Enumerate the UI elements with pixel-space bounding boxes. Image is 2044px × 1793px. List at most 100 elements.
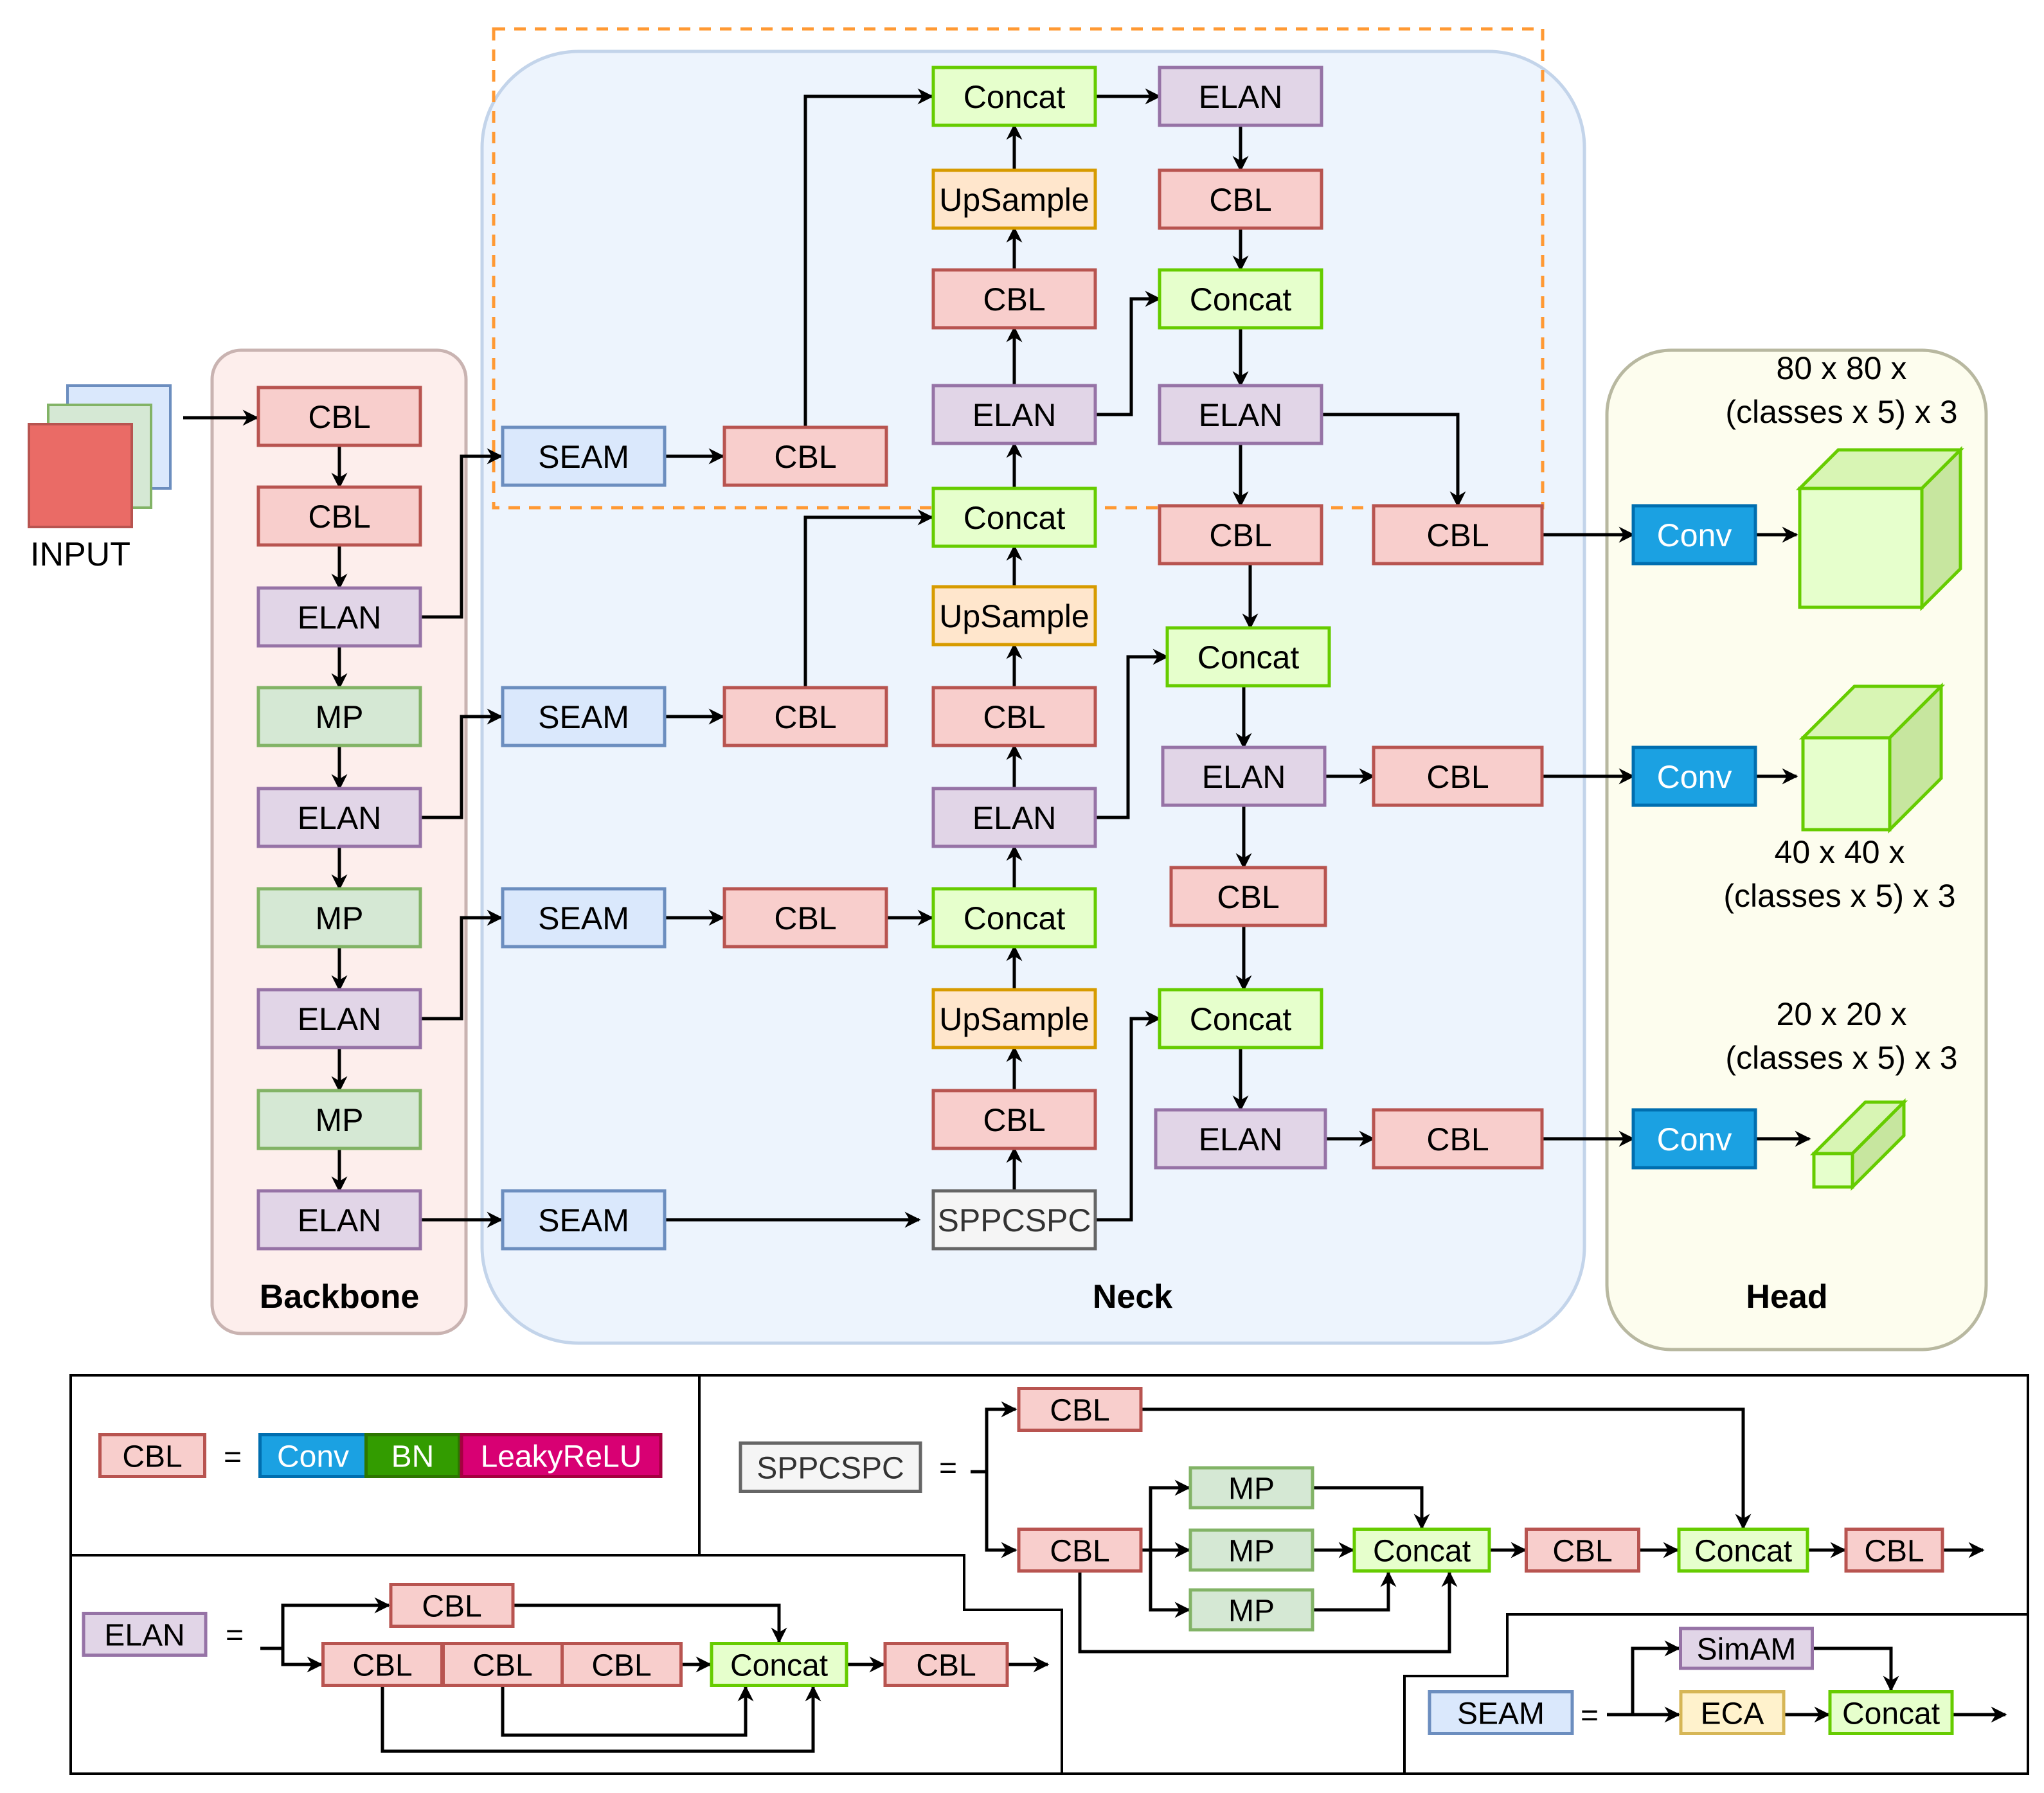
neck-mid-up-2-box bbox=[931, 168, 1097, 230]
legend-seam-simam-label: SimAM bbox=[1697, 1632, 1797, 1666]
neck-right-elan-4-label: ELAN bbox=[1199, 1121, 1283, 1157]
backbone-cbl-2-box bbox=[256, 485, 422, 547]
legend-elan-concat-box bbox=[710, 1642, 848, 1687]
backbone-title: Backbone bbox=[260, 1278, 420, 1316]
backbone-elan-5: ELAN bbox=[256, 787, 422, 848]
legend-spp-edge-skip bbox=[1078, 1571, 1458, 1654]
head-conv-2-box bbox=[1631, 745, 1757, 807]
input-label: INPUT bbox=[30, 536, 130, 573]
neck-mid-concat-9-label: Concat bbox=[964, 900, 1066, 936]
legend-spp-edge-mp3 bbox=[1149, 1550, 1191, 1618]
legend-leakyrelu-part: LeakyReLU bbox=[460, 1433, 663, 1478]
legend-elan-edge-top-concat bbox=[513, 1603, 787, 1644]
legend-elan-edge-main bbox=[281, 1648, 323, 1673]
neck-cbl-lateral-1-box bbox=[722, 425, 888, 487]
legend-spp-mp-3: MP bbox=[1188, 1588, 1314, 1632]
head-conv-1-label: Conv bbox=[1657, 517, 1732, 553]
neck-right-cbl-1-box bbox=[1158, 168, 1323, 230]
output-cube-80 bbox=[1795, 445, 1965, 612]
neck-out-cbl-1: CBL bbox=[1372, 504, 1544, 566]
neck-out-cbl-3-box bbox=[1372, 1108, 1544, 1170]
edge-elan1-seam1 bbox=[420, 448, 503, 619]
legend-elan-cbl-out-box bbox=[883, 1642, 1009, 1687]
legend-spp-edge-top-concat bbox=[1142, 1407, 1752, 1530]
neck-right-cbl-3-label: CBL bbox=[1217, 879, 1279, 915]
edge-elan2-seam2 bbox=[420, 708, 503, 819]
neck-mid-elan-8: ELAN bbox=[931, 787, 1097, 848]
legend-spp-edge-mp3-concat bbox=[1313, 1571, 1397, 1612]
legend-spp-cbl-2-box bbox=[1525, 1528, 1640, 1573]
legend-elan-box-label: ELAN bbox=[104, 1618, 184, 1652]
legend-seam-edge-simam bbox=[1607, 1640, 1681, 1717]
neck-seam-1: SEAM bbox=[501, 425, 667, 487]
neck-right-concat-1-box bbox=[1158, 268, 1323, 330]
head-conv-3-box bbox=[1631, 1108, 1757, 1170]
backbone-elan-7: ELAN bbox=[256, 988, 422, 1049]
neck-mid-sppcspc-12-box bbox=[931, 1189, 1097, 1251]
legend-elan-cbl-1: CBL bbox=[321, 1642, 444, 1687]
neck-seam-2-label: SEAM bbox=[538, 699, 629, 735]
neck-right-cbl-1: CBL bbox=[1158, 168, 1323, 230]
head-output-2-line1: 40 x 40 x bbox=[1775, 834, 1905, 870]
head-output-1-line2: (classes x 5) x 3 bbox=[1725, 394, 1957, 430]
backbone-mp-6-label: MP bbox=[316, 900, 364, 936]
backbone-mp-4-box bbox=[256, 686, 422, 747]
backbone-elan-9-label: ELAN bbox=[298, 1202, 382, 1238]
legend-spp-cbl-1-label: CBL bbox=[1050, 1534, 1109, 1568]
head-title: Head bbox=[1746, 1278, 1827, 1316]
head-conv-1-box bbox=[1631, 504, 1757, 566]
head-conv-2: Conv bbox=[1631, 745, 1757, 807]
neck-cbl-lateral-3-box bbox=[722, 887, 888, 949]
neck-out-cbl-1-label: CBL bbox=[1426, 517, 1489, 553]
neck-right-elan-1-box bbox=[1158, 66, 1323, 127]
neck-right-cbl-1-label: CBL bbox=[1209, 182, 1271, 218]
backbone-mp-6: MP bbox=[256, 887, 422, 949]
legend-elan-cbl-out-label: CBL bbox=[916, 1648, 976, 1682]
backbone-mp-8-box bbox=[256, 1089, 422, 1150]
backbone-elan-5-label: ELAN bbox=[298, 800, 382, 836]
backbone-cbl-2: CBL bbox=[256, 485, 422, 547]
head-conv-1: Conv bbox=[1631, 504, 1757, 566]
neck-right-elan-2-box bbox=[1158, 384, 1323, 445]
legend-elan-equals: = bbox=[226, 1618, 244, 1652]
legend-spp-mp-2-box bbox=[1188, 1528, 1314, 1572]
backbone-mp-8-label: MP bbox=[316, 1102, 364, 1138]
legend-spp-mp-2: MP bbox=[1188, 1528, 1314, 1572]
legend-elan-cbl-3: CBL bbox=[560, 1642, 683, 1687]
legend-seam-eca: ECA bbox=[1679, 1690, 1786, 1735]
legend-bn-part-label: BN bbox=[391, 1440, 435, 1474]
legend-sppcspc-box-label: SPPCSPC bbox=[757, 1451, 904, 1485]
edge-elan3-seam3 bbox=[420, 909, 503, 1021]
neck-seam-4: SEAM bbox=[501, 1189, 667, 1251]
legend-cbl-equals: = bbox=[224, 1440, 242, 1474]
legend bbox=[69, 1374, 2029, 1775]
neck-seam-2: SEAM bbox=[501, 686, 667, 747]
legend-seam-simam-box bbox=[1679, 1627, 1814, 1670]
neck-right-elan-1: ELAN bbox=[1158, 66, 1323, 127]
neck-right-concat-2-box bbox=[1165, 626, 1331, 688]
backbone-cbl-1-box bbox=[256, 386, 422, 447]
legend-spp-cbl-1-box bbox=[1017, 1528, 1143, 1573]
backbone-mp-4-label: MP bbox=[316, 699, 364, 735]
legend-elan-cbl-top-label: CBL bbox=[422, 1589, 481, 1623]
neck-mid-concat-5: Concat bbox=[931, 486, 1097, 548]
backbone-elan-9-box bbox=[256, 1189, 422, 1251]
neck-right-elan-4: ELAN bbox=[1154, 1108, 1327, 1170]
neck-seam-3: SEAM bbox=[501, 887, 667, 949]
neck-mid-elan-4-label: ELAN bbox=[973, 397, 1057, 433]
legend-spp-cbl-2-label: CBL bbox=[1552, 1534, 1612, 1568]
legend-spp-concat-2-box bbox=[1677, 1528, 1809, 1573]
neck-mid-concat-5-label: Concat bbox=[964, 500, 1066, 536]
legend-elan-box-box bbox=[82, 1612, 208, 1657]
backbone-elan-3-box bbox=[256, 586, 422, 648]
legend-leakyrelu-part-label: LeakyReLU bbox=[481, 1440, 642, 1474]
neck-seam-4-label: SEAM bbox=[538, 1202, 629, 1238]
legend-spp-cbl-1: CBL bbox=[1017, 1528, 1143, 1573]
neck-right-cbl-2-label: CBL bbox=[1209, 517, 1271, 553]
legend-spp-mp-1-label: MP bbox=[1228, 1472, 1275, 1506]
legend-elan-cbl-1-label: CBL bbox=[352, 1648, 412, 1682]
legend-cbl-box-label: CBL bbox=[122, 1440, 182, 1474]
neck-out-cbl-2-label: CBL bbox=[1426, 759, 1489, 795]
neck-seam-1-box bbox=[501, 425, 667, 487]
